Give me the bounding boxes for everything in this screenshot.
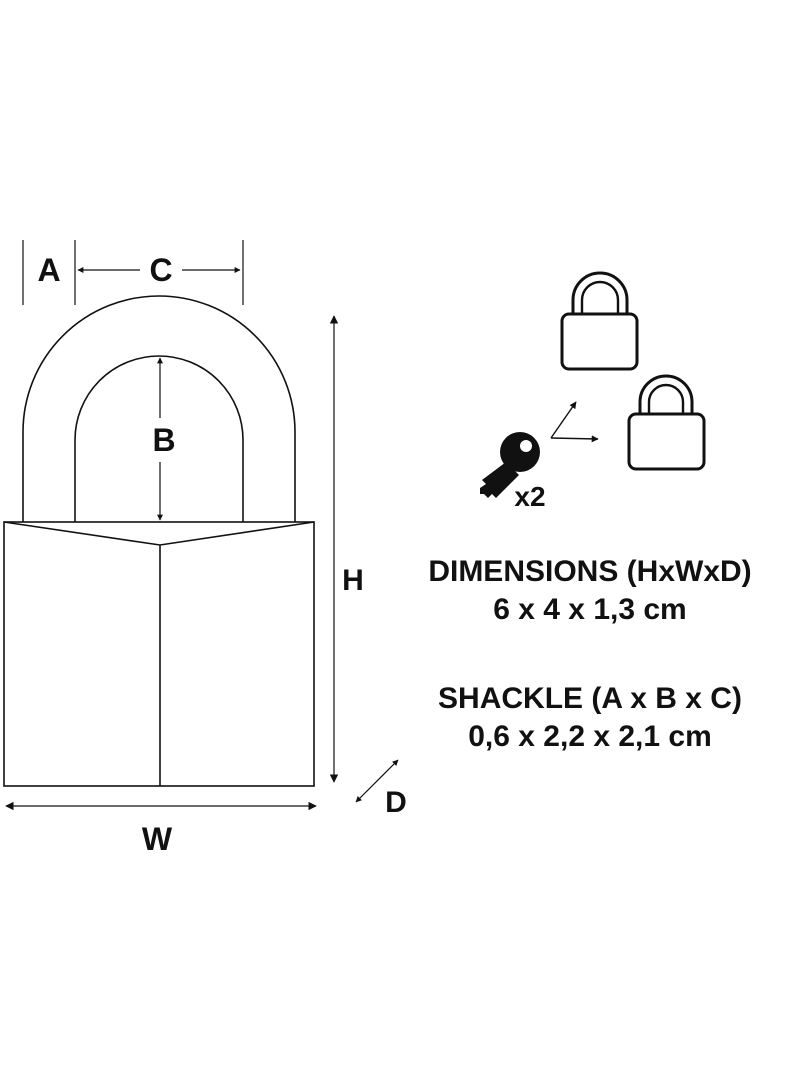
label-b: B: [152, 422, 175, 458]
dimensions-value: 6 x 4 x 1,3 cm: [493, 593, 687, 626]
label-d: D: [385, 786, 407, 819]
lock-body: [3, 521, 315, 787]
shackle-inner: [74, 355, 244, 522]
shackle-value: 0,6 x 2,2 x 2,1 cm: [468, 720, 712, 753]
shackle-outer: [22, 295, 296, 522]
label-h: H: [342, 564, 364, 597]
split-arrows-icon: [550, 401, 599, 443]
dimensions-spec: DIMENSIONS (HxWxD) 6 x 4 x 1,3 cm: [380, 553, 800, 629]
shackle-title: SHACKLE (A x B x C): [438, 682, 742, 715]
dimension-lines: [5, 240, 399, 811]
label-c: C: [149, 252, 172, 288]
label-a: A: [37, 252, 60, 288]
shackle-spec: SHACKLE (A x B x C) 0,6 x 2,2 x 2,1 cm: [380, 680, 800, 756]
padlock-drawing: [3, 295, 315, 787]
body-bevel: [3, 521, 315, 786]
padlock-icon: [627, 374, 706, 471]
dimensions-title: DIMENSIONS (HxWxD): [428, 555, 752, 588]
label-w: W: [142, 821, 173, 857]
padlock-icon: [560, 271, 639, 371]
keys-count-label: x2: [514, 481, 545, 512]
